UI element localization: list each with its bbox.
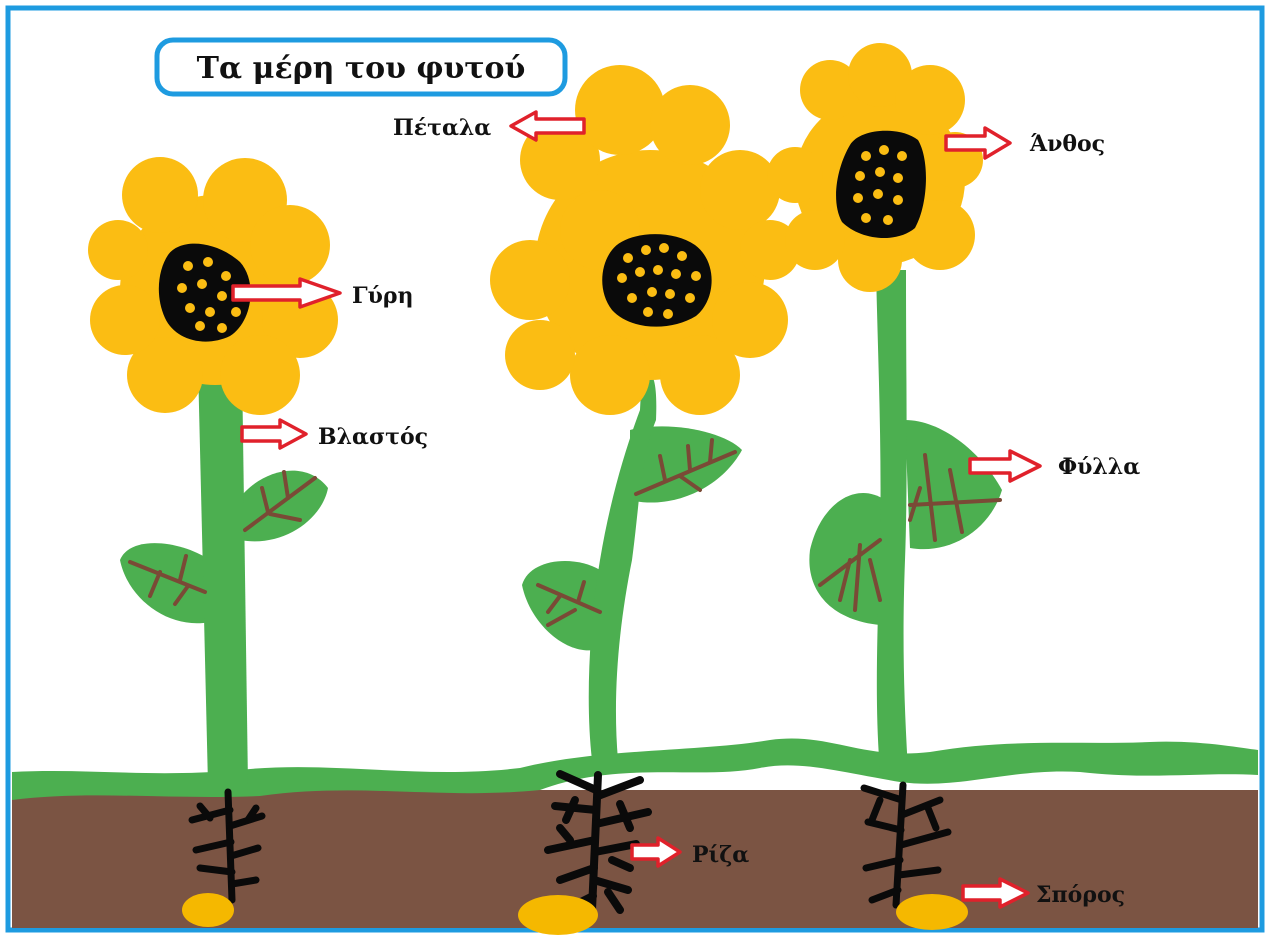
label-leaves: Φύλλα xyxy=(1058,454,1140,480)
label-root: Ρίζα xyxy=(692,842,749,868)
label-pollen: Γύρη xyxy=(352,283,414,309)
stem xyxy=(876,270,908,770)
page-title: Τα μέρη του φυτού xyxy=(197,51,526,86)
label-petals: Πέταλα xyxy=(393,115,491,141)
seed xyxy=(182,893,234,927)
label-stem: Βλαστός xyxy=(318,424,428,450)
seed xyxy=(518,895,598,935)
label-seed: Σπόρος xyxy=(1036,882,1125,908)
seed xyxy=(896,894,968,930)
label-flower: Άνθος xyxy=(1029,131,1105,157)
